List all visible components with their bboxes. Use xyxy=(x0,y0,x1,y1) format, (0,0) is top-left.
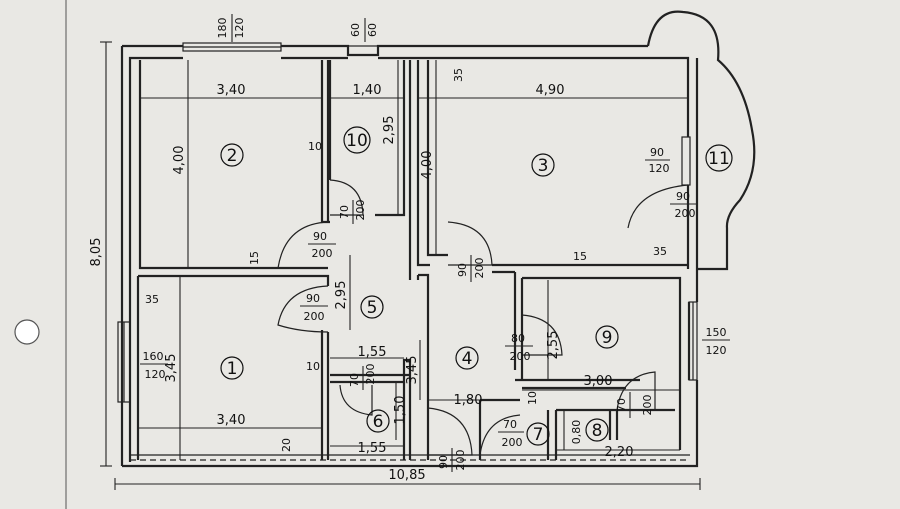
overall-height: 8,05 xyxy=(89,238,104,267)
opening-win-top-left: 180 120 xyxy=(216,14,246,42)
room-1-label: 1 xyxy=(227,359,238,379)
svg-text:200: 200 xyxy=(510,350,531,363)
svg-text:70: 70 xyxy=(615,398,628,412)
svg-text:120: 120 xyxy=(233,18,246,39)
room-10-height: 2,95 xyxy=(382,116,397,145)
outer-walls xyxy=(120,10,756,468)
svg-text:160: 160 xyxy=(143,350,164,363)
room-9-label: 9 xyxy=(602,328,613,348)
wall-thickness-15a: 15 xyxy=(248,251,261,265)
svg-text:200: 200 xyxy=(675,207,696,220)
room-6-width-top: 1,55 xyxy=(358,345,387,360)
svg-text:60: 60 xyxy=(349,23,362,37)
wall-thickness-35a: 35 xyxy=(452,68,465,82)
wall-thickness-10b: 10 xyxy=(306,360,320,373)
svg-text:150: 150 xyxy=(706,326,727,339)
svg-text:200: 200 xyxy=(312,247,333,260)
window-top-left xyxy=(182,42,282,52)
room-3-label: 3 xyxy=(538,156,549,176)
room-2-label: 2 xyxy=(227,146,238,166)
room-4-height: 3,45 xyxy=(405,356,420,385)
svg-text:70: 70 xyxy=(503,418,517,431)
svg-text:90: 90 xyxy=(676,190,690,203)
svg-text:200: 200 xyxy=(454,450,467,471)
dimension-texts: 10,85 8,05 3,40 4,00 1,40 2,95 4,90 4,00… xyxy=(89,68,667,483)
svg-text:70: 70 xyxy=(338,205,351,219)
svg-text:90: 90 xyxy=(306,292,320,305)
wall-thickness-35b: 35 xyxy=(653,245,667,258)
svg-text:200: 200 xyxy=(304,310,325,323)
room-6-height: 1,50 xyxy=(393,396,408,425)
opening-win-r1: 160 120 xyxy=(140,350,168,381)
room-3-width: 4,90 xyxy=(536,83,565,98)
opening-door-r1: 90 200 xyxy=(300,292,328,323)
room-3-height: 4,00 xyxy=(420,151,435,180)
opening-door-bay: 90 200 xyxy=(670,190,698,220)
room-1-width: 3,40 xyxy=(217,413,246,428)
svg-text:200: 200 xyxy=(641,395,654,416)
overall-width: 10,85 xyxy=(388,468,425,483)
opening-door-r6: 70 200 xyxy=(348,364,377,390)
room-numbers: 1 2 3 4 5 6 7 8 9 10 11 xyxy=(220,126,733,446)
wall-thickness-35c: 35 xyxy=(145,293,159,306)
svg-text:70: 70 xyxy=(348,373,361,387)
svg-text:200: 200 xyxy=(473,258,486,279)
opening-door-r2: 90 200 xyxy=(308,230,336,260)
room-9-height: 2,55 xyxy=(546,331,561,360)
opening-win-top-mid: 60 60 xyxy=(349,18,379,42)
room-5-height: 2,95 xyxy=(334,281,349,310)
room-2-width: 3,40 xyxy=(217,83,246,98)
wall-thickness-10: 10 xyxy=(308,140,322,153)
room-5-label: 5 xyxy=(367,298,378,318)
room-10-label: 10 xyxy=(346,131,368,151)
opening-door-r8: 70 200 xyxy=(615,392,654,418)
room-7-label: 7 xyxy=(533,425,544,445)
svg-text:80: 80 xyxy=(511,332,525,345)
room-4-label: 4 xyxy=(462,349,473,369)
room-9-width: 3,00 xyxy=(584,374,613,389)
room-8-height: 0,80 xyxy=(570,420,583,445)
room-8-label: 8 xyxy=(592,421,603,441)
doors xyxy=(277,179,689,456)
svg-text:90: 90 xyxy=(437,455,450,469)
opening-sizes: 180 120 60 60 90 120 90 200 90 200 70 20… xyxy=(140,14,730,472)
opening-door-r7: 70 200 xyxy=(498,418,524,449)
room-1-height: 3,45 xyxy=(164,354,179,383)
opening-door-r3: 90 200 xyxy=(456,255,486,282)
svg-text:90: 90 xyxy=(313,230,327,243)
svg-text:200: 200 xyxy=(364,364,377,385)
svg-text:120: 120 xyxy=(145,368,166,381)
room-2-height: 4,00 xyxy=(172,146,187,175)
inner-walls xyxy=(136,60,688,460)
room-11-label: 11 xyxy=(708,149,730,169)
room-4-width: 1,80 xyxy=(454,393,483,408)
svg-text:200: 200 xyxy=(502,436,523,449)
svg-text:120: 120 xyxy=(706,344,727,357)
dimension-lines xyxy=(100,41,701,490)
wall-thickness-20: 20 xyxy=(280,438,293,452)
windows-side xyxy=(117,136,698,403)
room-6-width-bottom: 1,55 xyxy=(358,441,387,456)
room-8-width: 2,20 xyxy=(605,445,634,460)
svg-text:60: 60 xyxy=(366,23,379,37)
opening-door-wc: 90 200 xyxy=(437,448,467,472)
wall-thickness-15b: 15 xyxy=(573,250,587,263)
opening-win-r3: 90 120 xyxy=(645,146,670,175)
svg-text:180: 180 xyxy=(216,18,229,39)
binder-hole-icon xyxy=(14,319,40,345)
svg-text:200: 200 xyxy=(354,200,367,221)
opening-win-r9: 150 120 xyxy=(702,326,730,357)
svg-text:90: 90 xyxy=(456,263,469,277)
wall-thickness-10c: 10 xyxy=(526,391,539,405)
opening-door-r10: 70 200 xyxy=(338,200,367,224)
svg-text:90: 90 xyxy=(650,146,664,159)
room-10-width: 1,40 xyxy=(353,83,382,98)
room-6-label: 6 xyxy=(373,412,384,432)
svg-text:120: 120 xyxy=(649,162,670,175)
window-top-mid xyxy=(347,45,379,56)
opening-door-r9: 80 200 xyxy=(505,332,533,363)
